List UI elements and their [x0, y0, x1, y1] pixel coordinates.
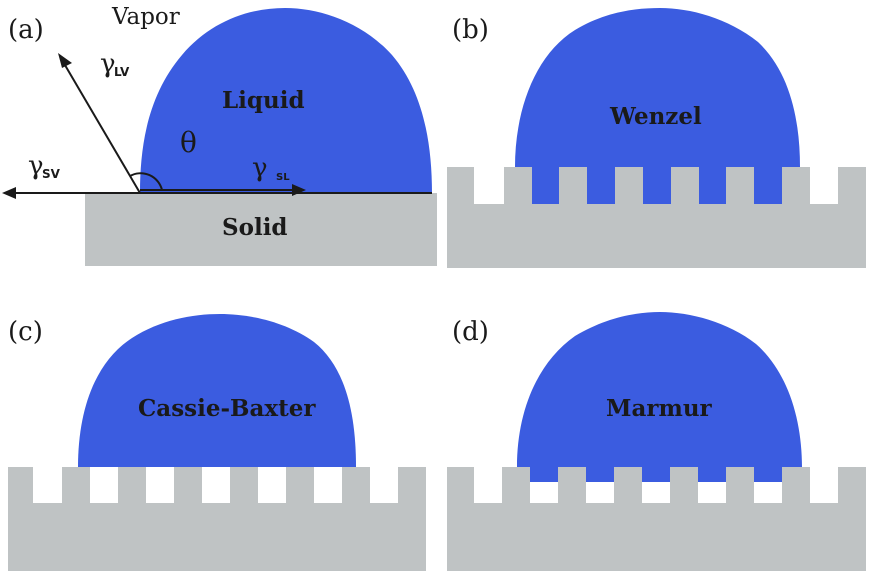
panel-b-letter: (b) [452, 15, 489, 45]
liquid-drop-c [78, 314, 356, 467]
gamma-lv-arrow [61, 59, 141, 194]
panel-c-letter: (c) [8, 317, 43, 347]
marmur-label: Marmur [606, 395, 713, 422]
panel-d-letter: (d) [452, 317, 489, 347]
gamma-lv-symbol: γ [100, 49, 116, 79]
panel-a-letter: (a) [8, 15, 44, 45]
wenzel-label: Wenzel [609, 103, 702, 130]
contact-angle-arc [129, 172, 163, 191]
gamma-lv-arrowhead [58, 53, 72, 68]
rough-substrate-b [447, 167, 866, 268]
liquid-drop-d [517, 312, 802, 482]
panel-d: (d) Marmur [447, 312, 866, 571]
vapor-label: Vapor [111, 4, 180, 30]
rough-substrate-c [8, 467, 426, 571]
rough-substrate-d [447, 467, 866, 571]
panel-a: (a) Vapor Liquid Solid θ γ LV γ SV γ SL [2, 4, 437, 266]
liquid-drop-a [140, 8, 432, 193]
gamma-lv-subscript: LV [114, 65, 130, 79]
gamma-sv-symbol: γ [28, 151, 44, 181]
gamma-sl-symbol: γ [252, 153, 268, 183]
gamma-sl-arrowhead [292, 184, 306, 196]
theta-symbol: θ [180, 126, 197, 159]
cassie-baxter-label: Cassie-Baxter [138, 395, 316, 422]
liquid-label: Liquid [222, 87, 305, 114]
gamma-sv-subscript: SV [42, 167, 61, 181]
solid-slab-a [85, 193, 437, 266]
gamma-sl-subscript: SL [276, 172, 290, 183]
panel-b: (b) Wenzel [447, 8, 866, 268]
solid-label: Solid [222, 214, 288, 241]
gamma-sv-arrowhead [2, 187, 16, 199]
panel-c: (c) Cassie-Baxter [8, 314, 426, 571]
liquid-drop-b [515, 8, 800, 204]
